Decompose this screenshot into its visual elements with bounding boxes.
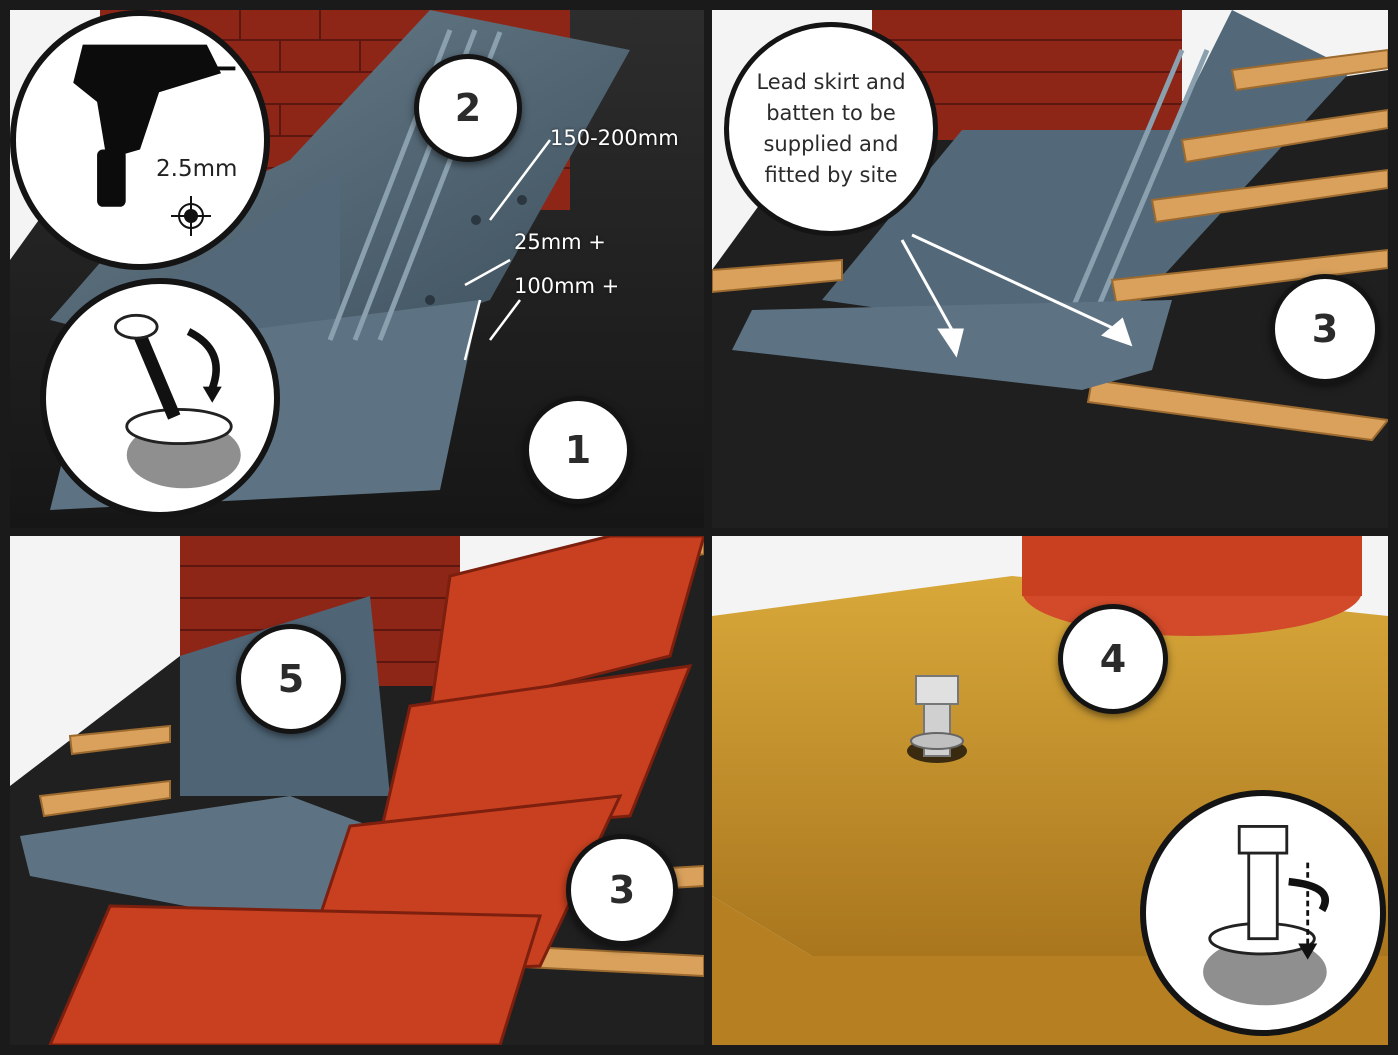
screw-washer-detail-circle xyxy=(40,278,280,518)
panel-step-3-skirt: Lead skirt and batten to be supplied and… xyxy=(712,10,1388,528)
panel-step-5-tiles: 5 3 xyxy=(10,536,704,1045)
offset-label-25: 25mm + xyxy=(514,230,606,254)
crosshair-icon xyxy=(171,196,211,236)
step-3-badge-top: 3 xyxy=(1270,274,1380,384)
step-5-badge: 5 xyxy=(236,624,346,734)
screw-washer-icon xyxy=(46,284,274,512)
panel-step-4-bolt: 4 xyxy=(712,536,1388,1045)
site-supply-note-text: Lead skirt and batten to be supplied and… xyxy=(756,67,905,191)
site-supply-note: Lead skirt and batten to be supplied and… xyxy=(724,22,938,236)
offset-label-100: 100mm + xyxy=(514,274,619,298)
panel-step-5-tiles-illustration xyxy=(10,536,704,1045)
step-3-badge-bottom: 3 xyxy=(566,834,678,946)
drill-size-label: 2.5mm xyxy=(156,156,237,182)
step-1-badge: 1 xyxy=(524,396,632,504)
step-2-badge: 2 xyxy=(414,54,522,162)
panel-step-1-2: 2.5mm 2 1 150-200mm 25mm + 100mm + xyxy=(10,10,704,528)
step-4-badge: 4 xyxy=(1058,604,1168,714)
drill-icon xyxy=(16,16,264,264)
bolt-washer-detail-circle xyxy=(1140,790,1386,1036)
bolt-washer-icon xyxy=(1146,796,1380,1030)
drill-detail-circle: 2.5mm xyxy=(10,10,270,270)
spacing-label: 150-200mm xyxy=(550,126,679,150)
